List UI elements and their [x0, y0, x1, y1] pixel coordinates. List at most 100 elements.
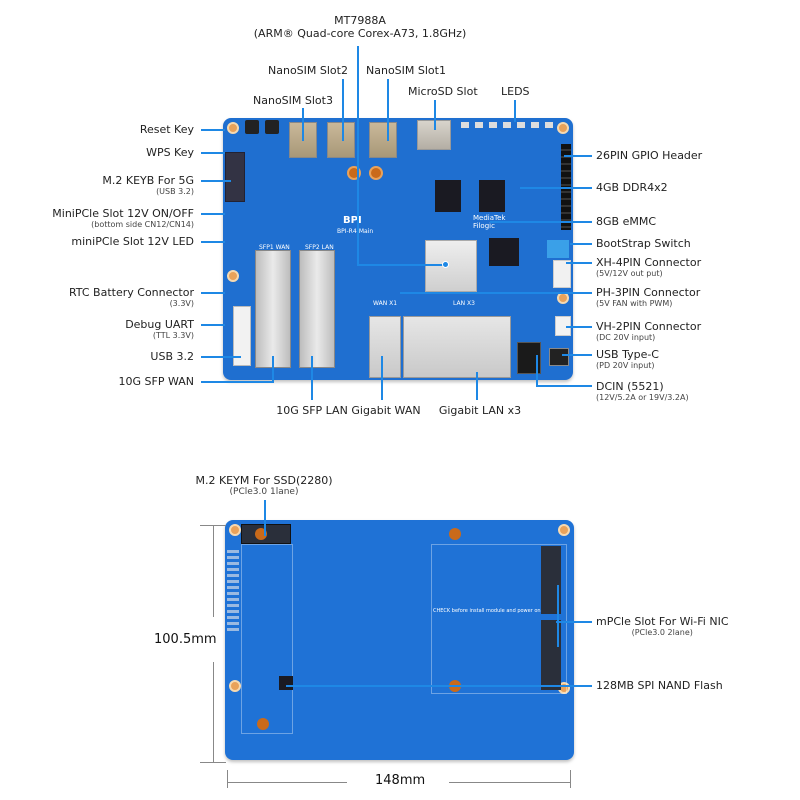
- callout-line: [311, 356, 313, 400]
- gigabit-wan-port-icon: [369, 316, 401, 378]
- label-reset-key: Reset Key: [139, 123, 194, 136]
- dcin-jack-icon: [517, 342, 541, 374]
- callout-dot: [442, 261, 449, 268]
- label-sfp-lan: 10G SFP LAN: [276, 404, 348, 417]
- callout-line: [264, 500, 266, 536]
- silk-model: BPI-R4-Main: [337, 228, 374, 235]
- label-nanosim2: NanoSIM Slot2: [268, 64, 348, 77]
- height-dimension: 100.5mm: [154, 632, 217, 647]
- callout-line: [201, 241, 225, 243]
- width-dim-line: [449, 782, 570, 783]
- standoff-icon: [257, 718, 269, 730]
- silk-brand: MediaTek Filogic: [473, 214, 506, 230]
- leds-icon: [461, 122, 555, 128]
- width-dim-line: [227, 770, 228, 788]
- label-debug-uart: Debug UART(TTL 3.3V): [125, 318, 194, 340]
- callout-line: [514, 100, 516, 122]
- width-dim-line: [570, 770, 571, 788]
- mpcie-slot-icon: [541, 546, 561, 614]
- label-leds: LEDS: [501, 85, 530, 98]
- silk-sfp1: SFP1 WAN: [259, 244, 290, 251]
- gpio-pads-icon: [227, 550, 239, 632]
- callout-line: [400, 292, 592, 294]
- label-xh-4pin: XH-4PIN Connector(5V/12V out put): [596, 256, 702, 278]
- callout-line: [272, 356, 274, 383]
- label-sfp-wan: 10G SFP WAN: [118, 375, 195, 388]
- m2-keyb-slot-icon: [225, 152, 245, 202]
- height-dim-line: [213, 525, 214, 617]
- label-spi-nand: 128MB SPI NAND Flash: [596, 679, 723, 692]
- label-gpio-header: 26PIN GPIO Header: [596, 149, 703, 162]
- label-soc: MT7988A (ARM® Quad-core Corex-A73, 1.8GH…: [253, 14, 467, 40]
- label-m2-keyb: M.2 KEYB For 5G(USB 3.2): [102, 174, 194, 196]
- silk-wan: WAN X1: [373, 300, 398, 307]
- label-nanosim1: NanoSIM Slot1: [366, 64, 446, 77]
- label-usb-type-c: USB Type-C(PD 20V input): [596, 348, 659, 370]
- label-usb32: USB 3.2: [150, 350, 194, 363]
- label-minipcie-led: miniPCle Slot 12V LED: [71, 235, 194, 248]
- sfp-wan-cage-icon: [255, 250, 291, 368]
- callout-line: [566, 262, 592, 264]
- callout-line: [562, 354, 592, 356]
- callout-line: [342, 79, 344, 141]
- callout-line: [434, 100, 436, 130]
- reset-key-icon: [245, 120, 259, 134]
- mount-hole: [558, 524, 570, 536]
- wps-key-icon: [265, 120, 279, 134]
- label-microsd: MicroSD Slot: [408, 85, 478, 98]
- height-dim-line: [200, 762, 226, 763]
- sfp-lan-cage-icon: [299, 250, 335, 368]
- mount-hole: [227, 270, 239, 282]
- callout-line: [490, 221, 592, 223]
- label-vh-2pin: VH-2PIN Connector(DC 20V input): [596, 320, 702, 342]
- width-dimension: 148mm: [375, 773, 426, 788]
- mpcie-outline: [431, 544, 567, 694]
- callout-line: [536, 355, 538, 387]
- callout-line: [302, 108, 304, 141]
- label-dcin: DCIN (5521)(12V/5.2A or 19V/3.2A): [596, 380, 689, 402]
- callout-line: [564, 155, 592, 157]
- label-minipcie-onoff: MiniPCle Slot 12V ON/OFF(bottom side CN1…: [52, 207, 194, 229]
- width-dim-line: [227, 782, 347, 783]
- label-ph-3pin: PH-3PIN Connector(5V FAN with PWM): [596, 286, 701, 308]
- soc-chip-icon: [425, 240, 477, 292]
- nanosim-slot1-icon: [369, 122, 397, 158]
- label-gigabit-lan: Gigabit LAN x3: [438, 404, 522, 417]
- callout-line: [201, 356, 241, 358]
- emmc-chip-icon: [489, 238, 519, 266]
- label-m2-keym: M.2 KEYM For SSD(2280) (PCle3.0 1lane): [195, 474, 333, 497]
- mount-hole: [229, 680, 241, 692]
- callout-line: [201, 292, 225, 294]
- label-nanosim3: NanoSIM Slot3: [253, 94, 333, 107]
- silk-note: CHECK before install module and power on: [433, 608, 541, 614]
- usb32-port-icon: [233, 306, 251, 366]
- callout-line: [557, 585, 559, 647]
- callout-line: [357, 46, 359, 264]
- top-board: MediaTek Filogic BPI BPI-R4-Main SFP1 WA…: [223, 118, 573, 380]
- silk-logo: BPI: [343, 215, 362, 226]
- callout-line: [201, 152, 225, 154]
- label-rtc-battery: RTC Battery Connector(3.3V): [68, 286, 194, 308]
- label-gigabit-wan: Gigabit WAN: [351, 404, 421, 417]
- silk-lan-x3: LAN X3: [453, 300, 475, 307]
- label-ddr4: 4GB DDR4x2: [596, 181, 668, 194]
- callout-line: [201, 129, 225, 131]
- usb-type-c-port-icon: [549, 348, 569, 366]
- callout-line: [476, 372, 478, 400]
- callout-line: [381, 356, 383, 400]
- label-emmc: 8GB eMMC: [596, 215, 656, 228]
- mount-hole: [229, 524, 241, 536]
- mount-hole: [557, 122, 569, 134]
- callout-line: [357, 264, 445, 266]
- bootstrap-switch-icon: [547, 240, 569, 258]
- height-dim-line: [213, 662, 214, 762]
- callout-line: [520, 187, 592, 189]
- label-mpcie: mPCle Slot For Wi-Fi NIC(PCle3.0 2lane): [596, 615, 729, 637]
- callout-line: [201, 324, 225, 326]
- callout-line: [570, 243, 592, 245]
- nanosim-slot2-icon: [327, 122, 355, 158]
- callout-line: [286, 685, 592, 687]
- label-wps-key: WPS Key: [146, 146, 194, 159]
- ddr4-chip-icon: [479, 180, 505, 212]
- callout-line: [566, 326, 592, 328]
